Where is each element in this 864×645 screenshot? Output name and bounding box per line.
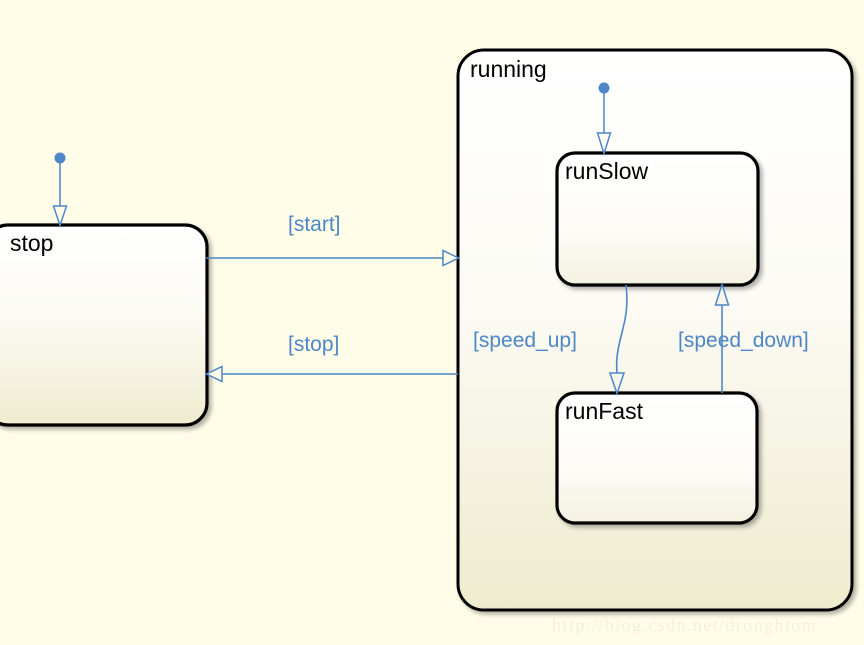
state-label-runfast: runFast bbox=[565, 398, 643, 424]
state-runfast[interactable] bbox=[555, 391, 759, 525]
transition-stop[interactable] bbox=[204, 365, 459, 383]
transition-start[interactable] bbox=[206, 249, 461, 267]
transition-label-speed-up: [speed_up] bbox=[473, 329, 577, 352]
initial-node-runslow[interactable] bbox=[596, 82, 612, 156]
watermark-text: http://blog.csdn.net/dronghtom bbox=[552, 615, 817, 635]
transition-label-stop: [stop] bbox=[288, 333, 340, 356]
state-runslow-box[interactable] bbox=[555, 151, 760, 287]
initial-node-stop[interactable] bbox=[52, 152, 68, 228]
arrowhead-initial-stop bbox=[52, 205, 68, 228]
arrowhead-start bbox=[442, 249, 461, 267]
state-runfast-box[interactable] bbox=[555, 391, 759, 525]
state-label-running: running bbox=[470, 56, 547, 82]
transition-label-speed-down: [speed_down] bbox=[678, 329, 809, 352]
state-stop-box[interactable] bbox=[0, 223, 209, 427]
transition-label-start: [start] bbox=[288, 213, 341, 236]
state-runslow[interactable] bbox=[555, 151, 760, 287]
arrowhead-initial-runslow bbox=[596, 132, 612, 156]
arrowhead-speed-down bbox=[714, 282, 730, 306]
state-label-runslow: runSlow bbox=[565, 158, 649, 184]
transition-speed-up[interactable] bbox=[608, 284, 628, 396]
arrowhead-stop bbox=[204, 365, 223, 383]
state-label-stop: stop bbox=[10, 230, 54, 256]
initial-dot-runslow bbox=[598, 82, 610, 94]
arrowhead-speed-up bbox=[608, 372, 626, 396]
state-stop[interactable] bbox=[0, 223, 209, 427]
initial-dot-stop bbox=[54, 152, 66, 164]
transition-speed-down[interactable] bbox=[714, 282, 730, 394]
transition-speed-up-line bbox=[615, 284, 628, 374]
